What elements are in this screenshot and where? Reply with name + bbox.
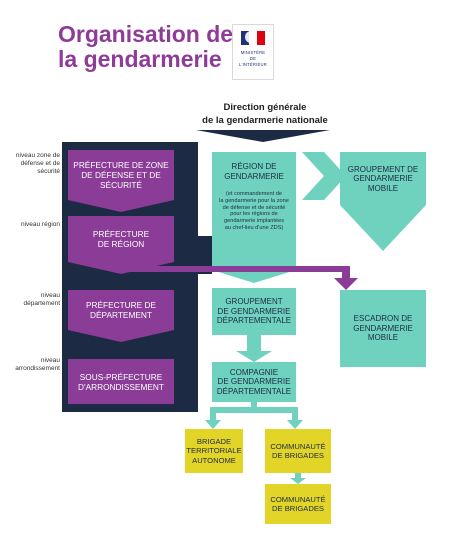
escadron-line-1: ESCADRON DE — [353, 314, 413, 324]
direction-line-2: de la gendarmerie nationale — [202, 115, 328, 126]
prefecture-zone-line-2: DE DÉFENSE ET DE — [81, 170, 161, 180]
prefecture-region-shape — [68, 216, 174, 274]
level-zone-line-1: niveau zone de — [15, 152, 60, 159]
direction-arrow — [196, 130, 330, 142]
marianne-icon — [245, 31, 257, 43]
title-line-2: la gendarmerie — [58, 46, 222, 72]
communaute-2-shape — [265, 484, 331, 524]
sous-prefecture: SOUS-PRÉFECTURE D'ARRONDISSEMENT — [68, 359, 174, 404]
communaute-1-line-2: DE BRIGADES — [272, 451, 324, 460]
escadron-line-2: GENDARMERIE — [353, 323, 413, 333]
sous-prefecture-line-1: SOUS-PRÉFECTURE — [79, 371, 163, 382]
level-region-line-1: niveau région — [20, 221, 60, 228]
brigade-shape — [185, 429, 243, 473]
compagnie-shape — [212, 362, 296, 402]
fork-right-arrowhead — [287, 420, 303, 429]
groupement-mobile-line-3: MOBILE — [367, 183, 399, 193]
communaute-1-line-1: COMMUNAUTÉ — [270, 441, 326, 451]
groupement-departemental: GROUPEMENT DE GENDARMERIE DÉPARTEMENTALE — [212, 288, 296, 335]
prefecture-region-line-1: PRÉFECTURE — [92, 229, 150, 239]
communaute-brigades-2: COMMUNAUTÉ DE BRIGADES — [265, 484, 331, 524]
compagnie-line-3: DÉPARTEMENTALE — [216, 386, 292, 396]
fork-trunk — [251, 402, 257, 408]
level-arrondissement-label: niveau arrondissement — [2, 357, 60, 373]
arrow-region-to-groupement-mobile — [302, 152, 346, 200]
communaute-1-shape — [265, 429, 331, 473]
level-region-label: niveau région — [2, 221, 60, 229]
region-shape — [212, 152, 296, 283]
groupement-mobile-shape — [340, 152, 426, 251]
ministry-line-2: DE — [249, 56, 257, 61]
ministry-line-3: L'INTÉRIEUR — [239, 62, 267, 67]
prefecture-region: PRÉFECTURE DE RÉGION — [68, 216, 174, 262]
escadron: ESCADRON DE GENDARMERIE MOBILE — [340, 290, 426, 367]
groupement-departemental-line-3: DÉPARTEMENTALE — [216, 316, 292, 326]
region-note-line-3: de défense et de sécurité — [222, 204, 286, 211]
groupement-mobile: GROUPEMENT DE GENDARMERIE MOBILE — [340, 156, 426, 202]
brigade-line-1: BRIGADE — [196, 436, 232, 446]
fork-left-arrowhead — [205, 420, 221, 429]
arrow-groupement-to-compagnie — [236, 335, 272, 362]
level-departement-line-2: département — [23, 300, 61, 307]
direction-generale-label: Direction générale de la gendarmerie nat… — [190, 101, 340, 127]
level-zone-label: niveau zone de défense et de sécurité — [2, 152, 60, 176]
region-note-line-6: au chef-lieu d'une ZDS) — [224, 224, 284, 231]
groupement-mobile-line-2: GENDARMERIE — [353, 174, 413, 184]
region-note: (et commandement de la gendarmerie pour … — [219, 191, 289, 232]
brigade-line-2: TERRITORIALE — [186, 446, 242, 456]
prefecture-departement-shape — [68, 290, 174, 342]
ministry-logo: MINISTÈRE DE L'INTÉRIEUR — [232, 24, 274, 80]
region-line-1: RÉGION DE — [231, 162, 277, 171]
communaute-brigades-1: COMMUNAUTÉ DE BRIGADES — [265, 429, 331, 473]
fork-right-stem — [292, 407, 298, 421]
ministry-name: MINISTÈRE DE L'INTÉRIEUR — [233, 50, 273, 68]
level-arrondissement-line-2: arrondissement — [15, 365, 60, 372]
compagnie-line-1: COMPAGNIE — [229, 367, 279, 377]
communaute-2-line-2: DE BRIGADES — [272, 504, 324, 513]
level-departement-line-1: niveau — [40, 292, 60, 299]
brigade-territoriale: BRIGADE TERRITORIALE AUTONOME — [185, 429, 243, 473]
direction-line-1: Direction générale — [223, 102, 307, 113]
prefecture-departement-line-1: PRÉFECTURE DE — [85, 300, 157, 310]
prefecture-arrondissement-shape — [68, 359, 174, 404]
escadron-line-3: MOBILE — [367, 333, 399, 343]
ministry-line-1: MINISTÈRE — [240, 50, 266, 55]
prefecture-zone-shape — [68, 150, 174, 212]
level-arrondissement-line-1: niveau — [40, 357, 60, 364]
arrow-communaute-down — [290, 473, 306, 484]
communaute-2-line-1: COMMUNAUTÉ — [270, 494, 326, 504]
region-note-line-5: gendarmerie implantées — [223, 218, 284, 225]
region-note-line-4: pour les régions de — [230, 211, 278, 218]
groupement-departemental-shape — [212, 288, 296, 335]
arrow-prefecture-to-escadron — [121, 266, 358, 290]
region-line-2: GENDARMERIE — [224, 171, 284, 181]
compagnie-line-2: DE GENDARMERIE — [217, 377, 291, 387]
sous-prefecture-line-2: D'ARRONDISSEMENT — [78, 381, 164, 392]
fork-bar — [210, 407, 298, 413]
groupement-departemental-line-2: DE GENDARMERIE — [217, 306, 291, 316]
page-title: Organisation de la gendarmerie — [58, 22, 233, 72]
escadron-shape — [340, 290, 426, 367]
brigade-line-3: AUTONOME — [192, 455, 236, 465]
prefecture-departement-line-2: DÉPARTEMENT — [90, 310, 152, 320]
level-zone-line-2: défense et de — [20, 160, 60, 167]
fork-left-stem — [210, 407, 216, 421]
prefecture-departement: PRÉFECTURE DE DÉPARTEMENT — [68, 290, 174, 330]
compagnie: COMPAGNIE DE GENDARMERIE DÉPARTEMENTALE — [212, 362, 296, 402]
groupement-departemental-line-1: GROUPEMENT — [225, 297, 283, 307]
prefecture-zone-line-3: SÉCURITÉ — [100, 180, 142, 190]
prefecture-region-line-2: DE RÉGION — [97, 239, 145, 249]
region-note-line-2: la gendarmerie pour la zone — [219, 197, 289, 204]
region-gendarmerie: RÉGION DE GENDARMERIE (et commandement d… — [212, 162, 296, 262]
groupement-mobile-line-1: GROUPEMENT DE — [347, 164, 419, 174]
region-note-line-1: (et commandement de — [226, 191, 282, 197]
level-departement-label: niveau département — [2, 292, 61, 308]
level-zone-line-3: sécurité — [37, 168, 60, 175]
title-line-1: Organisation de — [58, 21, 234, 47]
prefecture-zone-line-1: PRÉFECTURE DE ZONE — [73, 160, 169, 170]
prefecture-zone: PRÉFECTURE DE ZONE DE DÉFENSE ET DE SÉCU… — [68, 150, 174, 200]
